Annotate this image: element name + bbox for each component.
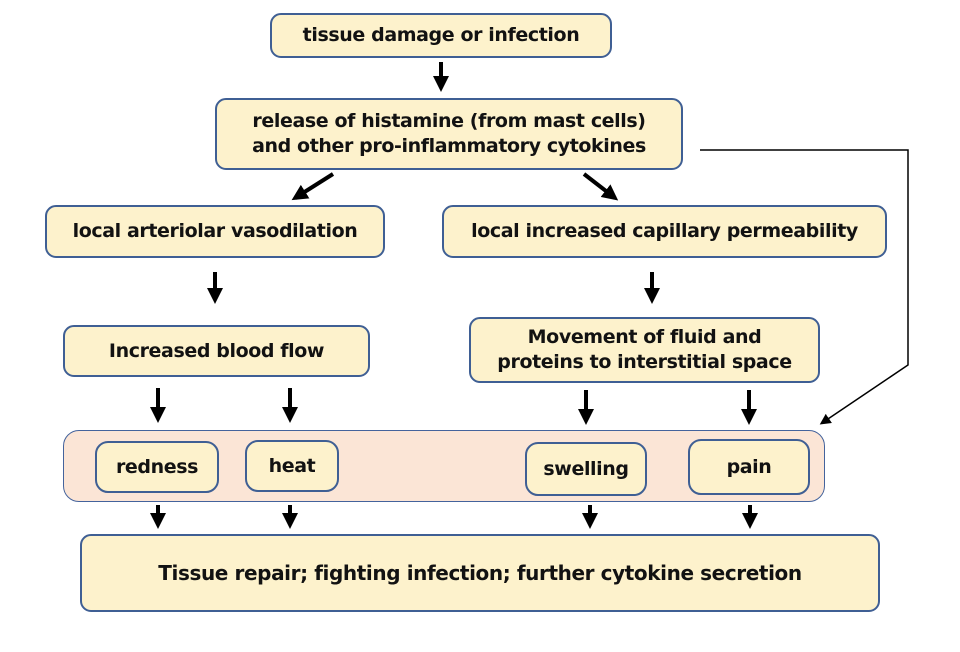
node-fluid-movement-line1: Movement of fluid and [527,326,762,349]
node-pain-label: pain [726,455,772,478]
node-redness-label: redness [115,455,199,478]
node-vasodilation: local arteriolar vasodilation [45,205,385,258]
arrow-histamine-to-permeability [582,172,619,201]
node-tissue-repair-outcome-label: Tissue repair; fighting infection; furth… [158,561,802,585]
node-capillary-permeability-label: local increased capillary permeability [471,220,858,243]
node-tissue-repair-outcome: Tissue repair; fighting infection; furth… [80,534,880,612]
node-pain: pain [688,439,810,495]
node-heat: heat [245,440,339,492]
node-swelling: swelling [525,442,647,496]
arrow-histamine-to-vasodilation [291,172,335,201]
node-tissue-damage: tissue damage or infection [270,13,612,58]
node-vasodilation-label: local arteriolar vasodilation [72,220,358,243]
node-increased-blood-flow: Increased blood flow [63,325,370,377]
node-swelling-label: swelling [543,457,629,480]
node-heat-label: heat [268,454,316,477]
node-histamine-line1: release of histamine (from mast cells) [252,110,646,133]
node-redness: redness [95,441,219,493]
node-fluid-movement: Movement of fluid and proteins to inters… [469,317,820,383]
node-increased-blood-flow-label: Increased blood flow [108,339,325,362]
node-histamine-release: release of histamine (from mast cells) a… [215,98,683,170]
node-fluid-movement-line2: proteins to interstitial space [497,351,792,373]
node-capillary-permeability: local increased capillary permeability [442,205,887,258]
node-histamine-line2: and other pro-inflammatory cytokines [252,135,646,157]
node-tissue-damage-label: tissue damage or infection [302,24,580,47]
